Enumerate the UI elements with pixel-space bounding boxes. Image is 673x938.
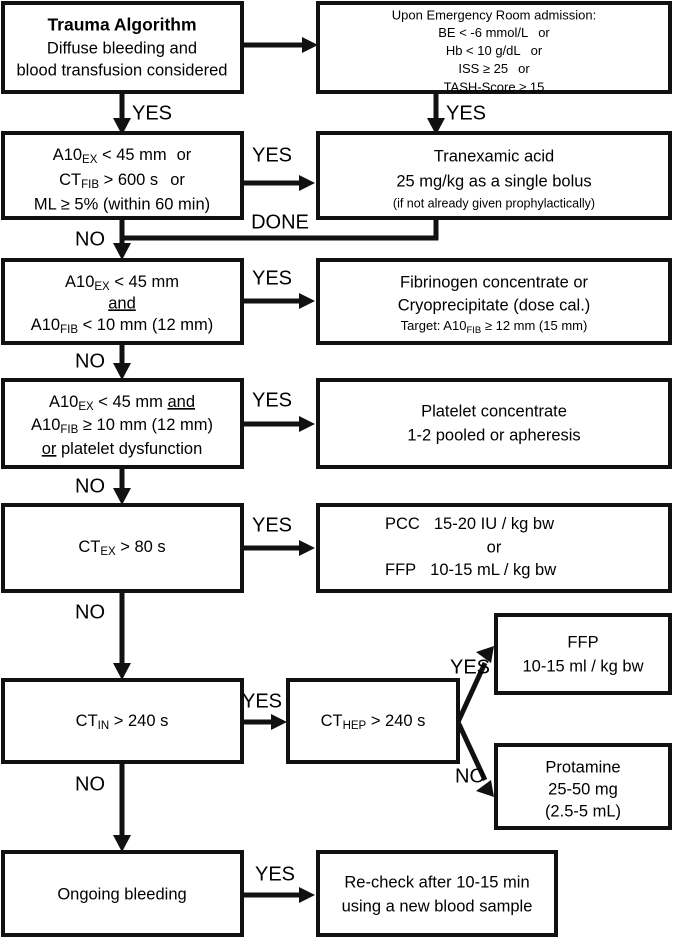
label-cthep-no: NO: [455, 765, 485, 787]
edge-ctex-yes: [242, 540, 315, 556]
tranexamic-line1: Tranexamic acid: [434, 147, 554, 165]
edge-start-yes: [113, 92, 131, 135]
label-ctex-no: NO: [75, 601, 105, 623]
label-tranexamic-no: NO: [75, 228, 105, 250]
node-decision-ct-ex[interactable]: CTEX > 80 s: [1, 503, 244, 593]
tranexamic-line2: 25 mg/kg as a single bolus: [396, 172, 591, 190]
label-ctin-yes: YES: [242, 690, 282, 712]
edge-fibrinogen-yes: [242, 293, 315, 309]
edge-fibrinogen-no: [113, 343, 131, 380]
ffp-line1: FFP: [567, 633, 598, 651]
node-emergency-room-admission-criteria[interactable]: Upon Emergency Room admission: BE < -6 m…: [316, 1, 672, 94]
admission-line1: Upon Emergency Room admission:: [392, 7, 596, 22]
edge-platelet-yes: [242, 416, 315, 432]
node-platelet-concentrate-treatment[interactable]: Platelet concentrate 1-2 pooled or apher…: [316, 378, 672, 469]
edge-cthep-no: [455, 720, 494, 797]
dec-cthep-line1: CTHEP > 240 s: [321, 712, 426, 732]
node-decision-fibrinogen-deficit[interactable]: A10EX < 45 mm and A10FIB < 10 mm (12 mm): [1, 258, 244, 345]
node-decision-platelet-deficit[interactable]: A10EX < 45 mm and A10FIB ≥ 10 mm (12 mm)…: [1, 378, 244, 469]
fibrinogen-line2: Cryoprecipitate (dose cal.): [398, 296, 591, 314]
platelet-line1: Platelet concentrate: [421, 402, 567, 420]
edge-bleeding-yes: [242, 887, 315, 903]
node-decision-ct-hep[interactable]: CTHEP > 240 s: [286, 678, 460, 764]
dec-platelet-line2: A10FIB ≥ 10 mm (12 mm): [31, 416, 213, 436]
edge-tranexamic-yes: [242, 175, 315, 191]
recheck-line2: using a new blood sample: [342, 897, 533, 915]
tranexamic-line3: (if not already given prophylactically): [393, 196, 595, 210]
label-ctin-no: NO: [75, 773, 105, 795]
label-platelet-no: NO: [75, 475, 105, 497]
label-tranexamic-yes: YES: [252, 144, 292, 166]
label-bleeding-yes: YES: [255, 863, 295, 885]
dec-fibrinogen-line2: and: [108, 294, 136, 312]
dec-fibrinogen-line3: A10FIB < 10 mm (12 mm): [31, 316, 213, 336]
edge-tranexamic-done: [122, 218, 439, 241]
node-protamine-treatment[interactable]: Protamine 25-50 mg (2.5-5 mL): [494, 743, 672, 830]
edge-platelet-no: [113, 467, 131, 505]
node-decision-ct-in[interactable]: CTIN > 240 s: [1, 678, 244, 764]
label-start-yes: YES: [132, 102, 172, 124]
start-line3: blood transfusion considered: [17, 61, 228, 79]
edge-ctin-no: [113, 762, 131, 852]
dec-ctin-line1: CTIN > 240 s: [76, 712, 169, 732]
label-platelet-yes: YES: [252, 389, 292, 411]
edge-admission-yes: [427, 92, 445, 135]
admission-line5: TASH-Score ≥ 15: [444, 79, 545, 94]
pcc-line2: or: [487, 538, 502, 556]
edge-ctin-yes: [242, 714, 287, 730]
label-fibrinogen-yes: YES: [252, 267, 292, 289]
recheck-line1: Re-check after 10-15 min: [344, 873, 529, 891]
ffp-line2: 10-15 ml / kg bw: [522, 657, 643, 675]
dec-ctex-line1: CTEX > 80 s: [78, 538, 165, 558]
edge-tranexamic-no: [113, 218, 131, 260]
dec-tranexamic-line3: ML ≥ 5% (within 60 min): [34, 195, 210, 213]
start-title: Trauma Algorithm: [47, 15, 196, 35]
start-line2: Diffuse bleeding and: [47, 39, 197, 57]
node-tranexamic-acid-treatment[interactable]: Tranexamic acid 25 mg/kg as a single bol…: [316, 131, 672, 220]
node-ffp-treatment[interactable]: FFP 10-15 ml / kg bw: [494, 613, 672, 695]
bleeding-line1: Ongoing bleeding: [57, 885, 186, 903]
node-decision-ongoing-bleeding[interactable]: Ongoing bleeding: [1, 850, 244, 937]
node-fibrinogen-concentrate-treatment[interactable]: Fibrinogen concentrate or Cryoprecipitat…: [316, 258, 672, 345]
label-ctex-yes: YES: [252, 514, 292, 536]
label-admission-yes: YES: [446, 102, 486, 124]
label-cthep-yes: YES: [450, 656, 490, 678]
node-trauma-algorithm-start[interactable]: Trauma Algorithm Diffuse bleeding and bl…: [1, 1, 244, 94]
protamine-line3: (2.5-5 mL): [545, 802, 621, 820]
dec-fibrinogen-line1: A10EX < 45 mm: [65, 273, 179, 293]
node-recheck-action[interactable]: Re-check after 10-15 min using a new blo…: [316, 850, 558, 937]
protamine-line2: 25-50 mg: [548, 780, 618, 798]
protamine-line1: Protamine: [545, 758, 620, 776]
fibrinogen-line3: Target: A10FIB ≥ 12 mm (15 mm): [401, 318, 588, 335]
dec-platelet-line3: or platelet dysfunction: [42, 440, 203, 458]
edge-ctex-no: [113, 591, 131, 680]
label-fibrinogen-no: NO: [75, 350, 105, 372]
fibrinogen-line1: Fibrinogen concentrate or: [400, 273, 589, 291]
platelet-line2: 1-2 pooled or apheresis: [407, 426, 580, 444]
edge-cthep-yes: [455, 646, 494, 724]
label-tranexamic-done: DONE: [251, 211, 309, 233]
edge-start-to-admission: [242, 37, 318, 53]
dec-platelet-line1: A10EX < 45 mm and: [49, 393, 195, 413]
